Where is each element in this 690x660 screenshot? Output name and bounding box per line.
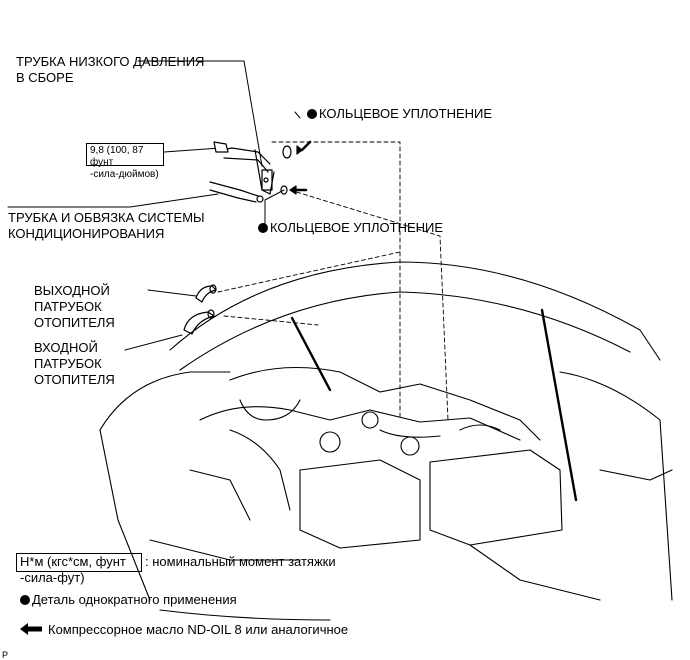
heater-outlet-pipe: [195, 284, 217, 303]
torque-spec-box: 9,8 (100, 87 фунт -сила-дюймов): [86, 143, 164, 180]
non-reusable-dot-icon: [20, 595, 30, 605]
legend-torque-description: : номинальный момент затяжки: [145, 554, 336, 569]
low-pressure-tube-part: [213, 141, 275, 195]
legend-torque-unit: Н*м (кгс*см, фунт: [20, 554, 126, 569]
alignment-dashed-lines: [217, 141, 449, 421]
heater-outlet-label: ВЫХОДНОЙ ПАТРУБОК ОТОПИТЕЛЯ: [34, 283, 115, 331]
legend-compressor-oil: Компрессорное масло ND-OIL 8 или аналоги…: [20, 622, 348, 638]
torque-spec-line1: 9,8 (100, 87 фунт: [90, 145, 144, 168]
ac-tube-part: [209, 181, 264, 203]
compressor-oil-arrow-icon: [20, 623, 42, 635]
low-pressure-tube-label-line1: ТРУБКА НИЗКОГО ДАВЛЕНИЯ: [16, 54, 205, 69]
legend-non-reusable-text: Деталь однократного применения: [32, 592, 237, 607]
o-ring-lower: [280, 185, 308, 195]
o-ring-label-lower: КОЛЬЦЕВОЕ УПЛОТНЕНИЕ: [258, 220, 443, 236]
heater-inlet-label-line1: ВХОДНОЙ: [34, 340, 98, 355]
corner-mark: P: [2, 650, 8, 660]
heater-inlet-label-line3: ОТОПИТЕЛЯ: [34, 372, 115, 387]
o-ring-label-upper: КОЛЬЦЕВОЕ УПЛОТНЕНИЕ: [307, 106, 492, 122]
engine-bay-outline: [99, 261, 673, 621]
heater-inlet-label: ВХОДНОЙ ПАТРУБОК ОТОПИТЕЛЯ: [34, 340, 115, 388]
heater-outlet-label-line3: ОТОПИТЕЛЯ: [34, 315, 115, 330]
low-pressure-tube-label: ТРУБКА НИЗКОГО ДАВЛЕНИЯ В СБОРЕ: [16, 54, 204, 86]
heater-outlet-label-line1: ВЫХОДНОЙ: [34, 283, 110, 298]
o-ring-label-upper-text: КОЛЬЦЕВОЕ УПЛОТНЕНИЕ: [319, 106, 493, 121]
non-reusable-dot-icon: [307, 109, 317, 119]
ac-tube-label: ТРУБКА И ОБВЯЗКА СИСТЕМЫ КОНДИЦИОНИРОВАН…: [8, 210, 205, 242]
ac-tube-label-line1: ТРУБКА И ОБВЯЗКА СИСТЕМЫ: [8, 210, 205, 225]
heater-outlet-label-line2: ПАТРУБОК: [34, 299, 102, 314]
legend-torque-unit-continued: -сила-фут): [20, 570, 85, 585]
o-ring-label-lower-text: КОЛЬЦЕВОЕ УПЛОТНЕНИЕ: [270, 220, 444, 235]
heater-inlet-pipe: [183, 309, 215, 335]
low-pressure-tube-label-line2: В СБОРЕ: [16, 70, 74, 85]
o-ring-upper: [282, 140, 312, 159]
legend-non-reusable: Деталь однократного применения: [20, 592, 237, 608]
legend-compressor-oil-text: Компрессорное масло ND-OIL 8 или аналоги…: [48, 622, 349, 637]
leader-lines: [7, 60, 301, 351]
torque-spec-line2: -сила-дюймов): [90, 169, 159, 180]
ac-tube-label-line2: КОНДИЦИОНИРОВАНИЯ: [8, 226, 165, 241]
non-reusable-dot-icon: [258, 223, 268, 233]
legend-torque-unit-box: [16, 553, 142, 572]
heater-inlet-label-line2: ПАТРУБОК: [34, 356, 102, 371]
